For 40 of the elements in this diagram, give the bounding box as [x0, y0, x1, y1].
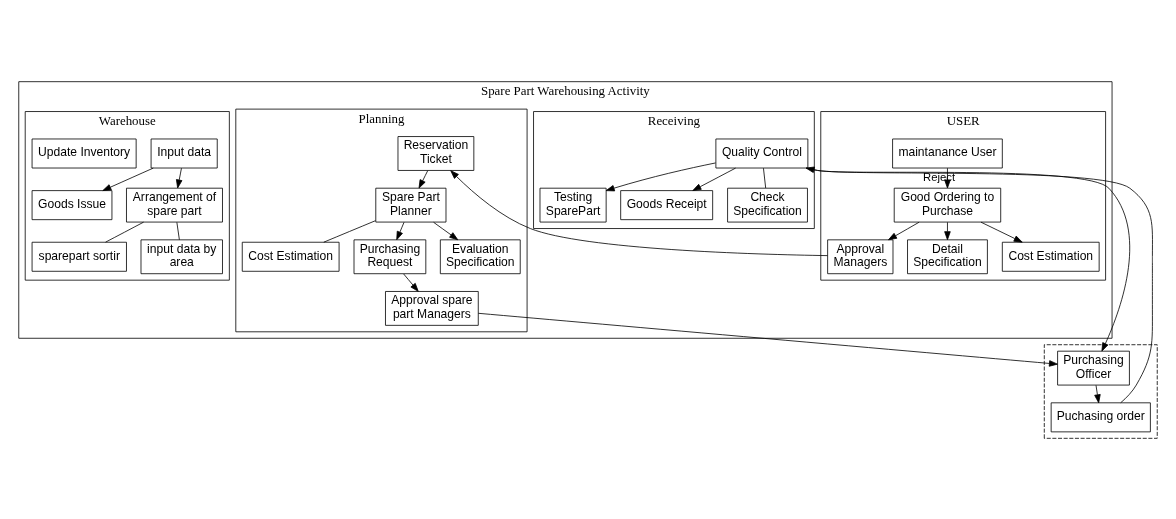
- connector: [763, 167, 767, 188]
- node-box: Approval spare part Managers: [385, 290, 479, 326]
- arrow: [450, 169, 828, 256]
- node-box: Detail Specification: [907, 238, 988, 274]
- node-box: Update Inventory: [31, 138, 137, 168]
- node-box: Good Ordering to Purchase: [893, 187, 1002, 222]
- node-box: Goods Receipt: [620, 189, 714, 220]
- node-box: Quality Control: [715, 138, 809, 168]
- arrow: [944, 221, 951, 240]
- connector: [323, 219, 376, 243]
- node-box: Evaluation Specification: [439, 238, 521, 274]
- node-box: Cost Estimation: [241, 241, 340, 272]
- arrow: [176, 167, 183, 188]
- arrow: [605, 162, 716, 191]
- arrow: [1094, 384, 1101, 403]
- arrow: [418, 169, 429, 188]
- node-box: Puchasing order: [1050, 401, 1151, 432]
- arrow: [692, 167, 736, 191]
- node-box: maintanance User: [892, 138, 1003, 168]
- node-box: Testing SparePart: [539, 187, 607, 222]
- node-box: Arrangement of spare part: [126, 187, 223, 222]
- arrow: [396, 221, 405, 240]
- connector: [105, 221, 144, 243]
- arrow: [478, 312, 1058, 367]
- node-box: Purchasing Request: [353, 238, 427, 274]
- arrow: [888, 221, 920, 240]
- connector: [176, 221, 180, 240]
- node-box: sparepart sortir: [31, 241, 127, 272]
- node-box: Purchasing Officer: [1057, 350, 1130, 385]
- node-box: Input data: [150, 138, 218, 168]
- node-box: Reservation Ticket: [397, 135, 475, 171]
- node-box: Cost Estimation: [1001, 241, 1100, 272]
- node-box: Check Specification: [727, 187, 808, 222]
- arrow: [102, 167, 154, 191]
- arrow: [433, 221, 459, 240]
- node-box: Spare Part Planner: [375, 187, 447, 222]
- arrow: [403, 273, 419, 292]
- node-box: Goods Issue: [31, 189, 113, 220]
- node-box: Approval Managers: [827, 238, 894, 274]
- node-box: input data by area: [140, 238, 223, 274]
